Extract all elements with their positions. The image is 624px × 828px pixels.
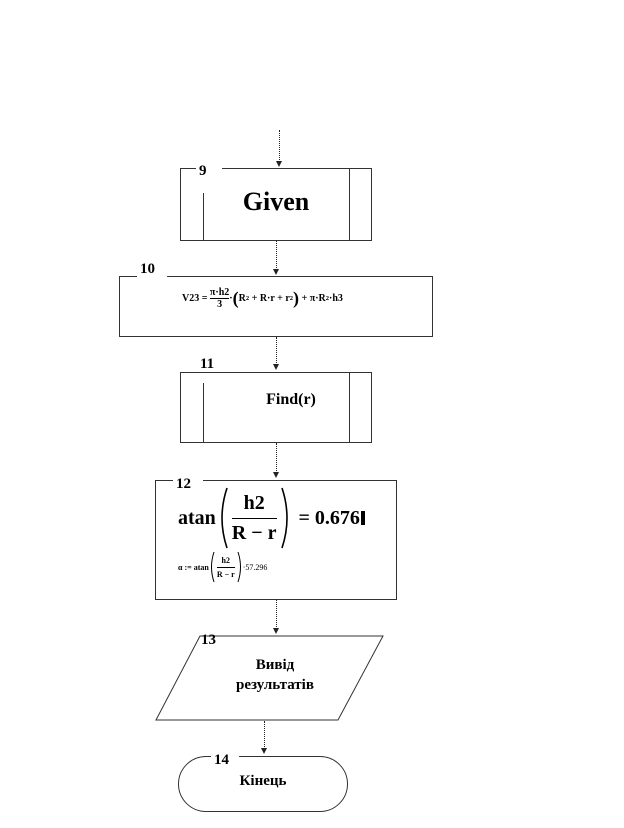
alpha-paren-left — [210, 551, 215, 583]
v23-frac-den: 3 — [217, 299, 223, 310]
arrow-head-12-13 — [273, 628, 279, 634]
alpha-lhs: α := atan — [178, 562, 209, 572]
alpha-frac-num: h2 — [221, 555, 230, 565]
atan-result: = 0.676 — [298, 506, 360, 529]
block-13-line-1: Вивід — [255, 657, 295, 673]
alpha-paren-right — [237, 551, 241, 583]
arrow-head-10-11 — [273, 364, 279, 370]
block-9-number: 9 — [196, 163, 222, 179]
v23-e1: 2 — [245, 295, 250, 302]
atan-frac-num: h2 — [243, 491, 265, 514]
block-14-number: 14 — [211, 752, 239, 768]
v23-t2: + R·r + r — [249, 293, 290, 304]
block-14-terminator — [178, 756, 348, 812]
block-13-line-2: результатів — [236, 677, 314, 693]
block-9-left-bar — [203, 193, 204, 241]
arrow-13-14 — [264, 721, 265, 749]
v23-paren-open: ( — [232, 288, 239, 308]
block-9-text: Given — [242, 187, 310, 216]
alpha-frac-den: R − r — [216, 569, 235, 579]
v23-frac-num: π·h2 — [209, 287, 230, 298]
v23-mid: · — [229, 293, 233, 304]
block-11-number: 11 — [197, 356, 227, 372]
arrow-head-to-9 — [276, 161, 282, 167]
v23-lhs: V23 = — [182, 293, 208, 304]
block-12-compute: atan h2 R − r = 0.676 α := atan h2 R − r… — [155, 480, 397, 600]
block-14-text: Кінець — [239, 773, 287, 789]
block-13-number: 13 — [201, 632, 216, 648]
v23-tail1: + π·R — [299, 293, 326, 304]
atan-fn: atan — [178, 506, 216, 529]
atan-equation: atan h2 R − r = 0.676 — [178, 487, 365, 549]
alpha-equation: α := atan h2 R − r ·57.296 — [178, 551, 267, 583]
arrow-head-9-10 — [273, 269, 279, 275]
arrow-9-10 — [276, 241, 277, 270]
arrow-head-13-14 — [261, 748, 267, 754]
arrow-head-11-12 — [273, 472, 279, 478]
block-11-find: Find(r) — [180, 372, 372, 443]
arrow-12-13 — [276, 600, 277, 629]
v23-e2: 2 — [289, 295, 294, 302]
atan-fraction: h2 R − r — [228, 492, 281, 545]
block-11-right-bar — [349, 373, 350, 443]
atan-paren-right — [280, 487, 288, 549]
v23-fraction: π·h2 3 — [209, 287, 230, 310]
v23-tail2: ·h3 — [329, 293, 343, 304]
atan-paren-left — [220, 487, 228, 549]
arrow-10-11 — [276, 337, 277, 365]
arrow-to-9 — [279, 130, 280, 162]
atan-frac-den: R − r — [231, 521, 277, 544]
block-11-left-bar — [203, 383, 204, 443]
v23-e3: 2 — [325, 295, 330, 302]
v23-paren-close: ) — [293, 288, 300, 308]
block-13-output-shape — [155, 635, 384, 721]
block-10-number: 10 — [137, 261, 167, 277]
cursor-mark — [360, 511, 365, 525]
block-13-text: Вивід результатів — [200, 655, 350, 695]
arrow-11-12 — [276, 443, 277, 473]
v23-t1: R — [238, 293, 246, 304]
block-12-number: 12 — [173, 476, 203, 492]
alpha-tail: ·57.296 — [242, 562, 268, 572]
block-11-text: Find(r) — [266, 391, 316, 408]
alpha-fraction: h2 R − r — [215, 556, 237, 579]
block-9-right-bar — [349, 169, 350, 241]
block-9-given: Given — [180, 168, 372, 241]
